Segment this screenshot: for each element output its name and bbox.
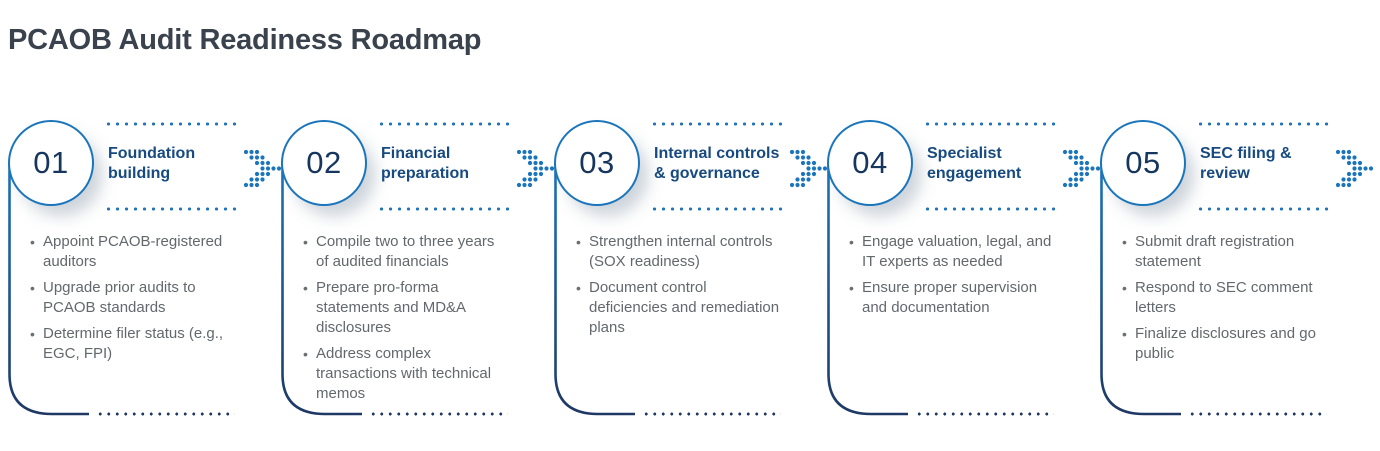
- step-bullet-list: Strengthen internal controls (SOX readin…: [576, 232, 782, 344]
- page-title: PCAOB Audit Readiness Roadmap: [8, 24, 482, 56]
- dotted-divider: [642, 412, 781, 416]
- bullet-item: Address complex transactions with techni…: [303, 344, 509, 404]
- dotted-divider: [650, 122, 783, 126]
- arrow-zone: [1333, 120, 1374, 430]
- bullet-item: Prepare pro-forma statements and MD&A di…: [303, 278, 509, 338]
- bullet-item: Submit draft registration statement: [1122, 232, 1328, 272]
- bullet-item: Appoint PCAOB-registered auditors: [30, 232, 236, 272]
- card-frame-line: [827, 164, 908, 416]
- card-frame-line: [8, 164, 89, 416]
- dotted-divider: [96, 412, 235, 416]
- dotted-divider: [377, 207, 510, 211]
- step-title: SEC filing & review: [1200, 145, 1292, 183]
- roadmap-step-5: 05 SEC filing & review Submit draft regi…: [1100, 120, 1333, 430]
- dotted-divider: [915, 412, 1054, 416]
- bullet-item: Upgrade prior audits to PCAOB standards: [30, 278, 236, 318]
- arrow-zone: [241, 120, 282, 430]
- dotted-divider: [923, 122, 1056, 126]
- step-title: Financial preparation: [381, 145, 470, 183]
- dotted-divider: [104, 122, 237, 126]
- dotted-chevron-right-icon: [516, 149, 555, 188]
- bullet-item: Strengthen internal controls (SOX readin…: [576, 232, 782, 272]
- roadmap-step-3: 03 Internal controls & governance Streng…: [554, 120, 787, 430]
- step-title: Specialist engagement: [927, 145, 1022, 183]
- arrow-zone: [787, 120, 828, 430]
- step-number-badge: 03: [554, 120, 640, 206]
- bullet-item: Compile two to three years of audited fi…: [303, 232, 509, 272]
- dotted-divider: [1188, 412, 1327, 416]
- dotted-divider: [1196, 207, 1329, 211]
- dotted-chevron-right-icon: [1062, 149, 1101, 188]
- arrow-zone: [1060, 120, 1101, 430]
- step-bullet-list: Submit draft registration statement Resp…: [1122, 232, 1328, 370]
- dotted-chevron-right-icon: [789, 149, 828, 188]
- roadmap-step-4: 04 Specialist engagement Engage valuatio…: [827, 120, 1060, 430]
- step-number-badge: 05: [1100, 120, 1186, 206]
- step-title: Internal controls & governance: [654, 145, 780, 183]
- step-bullet-list: Compile two to three years of audited fi…: [303, 232, 509, 410]
- bullet-item: Finalize disclosures and go public: [1122, 324, 1328, 364]
- step-number: 01: [33, 145, 69, 180]
- dotted-divider: [104, 207, 237, 211]
- step-number: 05: [1125, 145, 1161, 180]
- arrow-zone: [514, 120, 555, 430]
- dotted-divider: [1196, 122, 1329, 126]
- step-number-badge: 04: [827, 120, 913, 206]
- dotted-divider: [650, 207, 783, 211]
- card-frame-line: [554, 164, 635, 416]
- bullet-item: Engage valuation, legal, and IT experts …: [849, 232, 1055, 272]
- step-bullet-list: Engage valuation, legal, and IT experts …: [849, 232, 1055, 324]
- bullet-item: Document control deficiencies and remedi…: [576, 278, 782, 338]
- dotted-chevron-right-icon: [1335, 149, 1374, 188]
- step-number-badge: 01: [8, 120, 94, 206]
- roadmap-step-2: 02 Financial preparation Compile two to …: [281, 120, 514, 430]
- step-bullet-list: Appoint PCAOB-registered auditors Upgrad…: [30, 232, 236, 370]
- dotted-divider: [369, 412, 508, 416]
- step-number: 02: [306, 145, 342, 180]
- roadmap-step-1: 01 Foundation building Appoint PCAOB-reg…: [8, 120, 241, 430]
- bullet-item: Respond to SEC comment letters: [1122, 278, 1328, 318]
- card-frame-line: [281, 164, 362, 416]
- dotted-chevron-right-icon: [243, 149, 282, 188]
- step-number: 03: [579, 145, 615, 180]
- card-frame-line: [1100, 164, 1181, 416]
- step-title: Foundation building: [108, 145, 196, 183]
- bullet-item: Ensure proper supervision and documentat…: [849, 278, 1055, 318]
- roadmap-diagram: 01 Foundation building Appoint PCAOB-reg…: [8, 120, 1374, 430]
- bullet-item: Determine filer status (e.g., EGC, FPI): [30, 324, 236, 364]
- step-number: 04: [852, 145, 888, 180]
- dotted-divider: [377, 122, 510, 126]
- step-number-badge: 02: [281, 120, 367, 206]
- dotted-divider: [923, 207, 1056, 211]
